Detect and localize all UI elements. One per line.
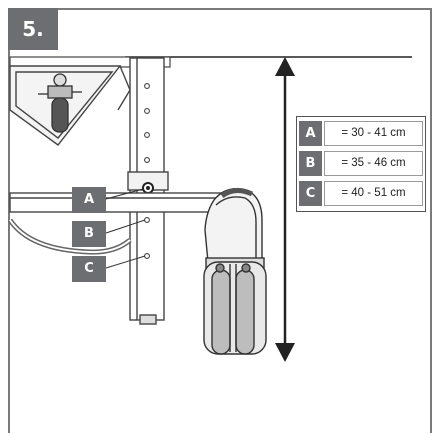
legend-key: C [299, 181, 322, 206]
legend-row: C = 40 - 51 cm [299, 181, 423, 206]
legend-row: A = 30 - 41 cm [299, 121, 423, 146]
step-frame [8, 8, 432, 433]
legend-value: = 35 - 46 cm [324, 151, 423, 176]
legend-key: B [299, 151, 322, 176]
caster-wheel [203, 188, 267, 355]
seat-bracket [9, 65, 131, 146]
callout-b: B [72, 221, 106, 247]
callout-a: A [72, 187, 106, 213]
legend-value: = 30 - 41 cm [324, 121, 423, 146]
height-dimension-arrow [275, 57, 295, 362]
adjustment-holes [144, 83, 150, 259]
legend-key: A [299, 121, 322, 146]
height-legend: A = 30 - 41 cm B = 35 - 46 cm C = 40 - 5… [296, 116, 426, 212]
legend-row: B = 35 - 46 cm [299, 151, 423, 176]
step-number-badge: 5. [8, 8, 58, 50]
brake-lever [38, 73, 82, 133]
legend-value: = 40 - 51 cm [324, 181, 423, 206]
callout-c: C [72, 256, 106, 282]
callout-leaders [105, 188, 146, 269]
